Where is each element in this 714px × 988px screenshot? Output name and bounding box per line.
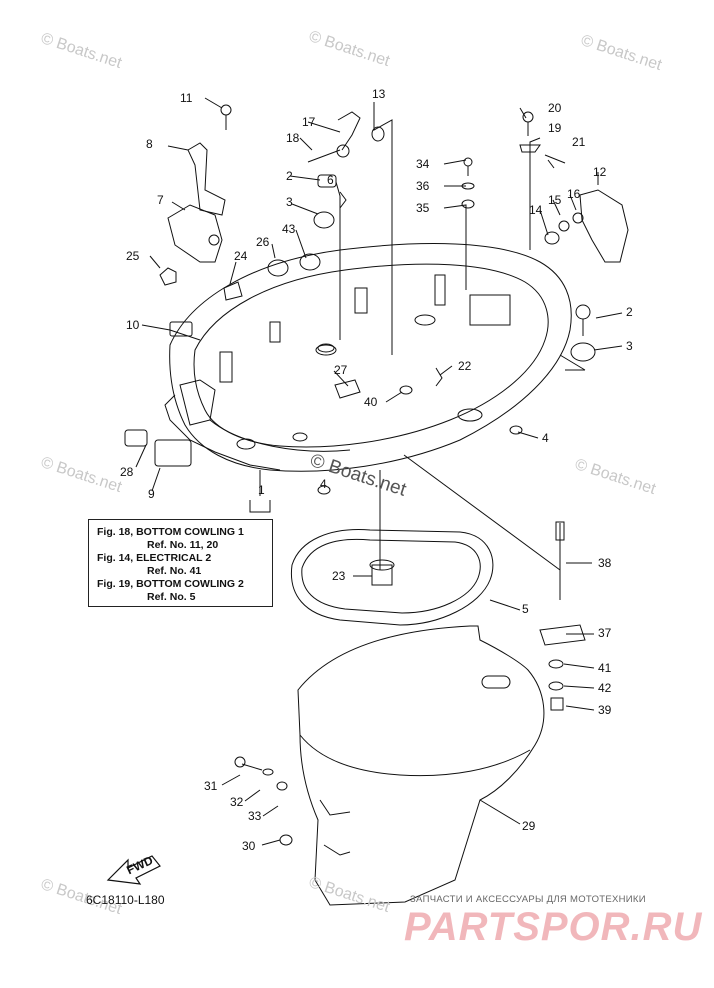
callout-6: 6	[327, 173, 334, 187]
callout-labels: 1 2 2 3 3 4 4 5 6 7 8 9 10 11 12 13 14 1…	[120, 87, 633, 853]
ref-note-line: Ref. No. 11, 20	[147, 539, 219, 551]
callout-2: 2	[286, 169, 293, 183]
callout-17: 17	[302, 115, 316, 129]
reference-notes-box: Fig. 18, BOTTOM COWLING 1 Ref. No. 11, 2…	[88, 519, 273, 607]
callout-37: 37	[598, 626, 612, 640]
callout-22: 22	[458, 359, 472, 373]
shop-caption: ЗАПЧАСТИ И АКСЕССУАРЫ ДЛЯ МОТОТЕХНИКИ	[410, 894, 646, 905]
callout-25: 25	[126, 249, 140, 263]
callout-10: 10	[126, 318, 140, 332]
ref-note-line: Fig. 19, BOTTOM COWLING 2	[97, 578, 244, 590]
callout-33: 33	[248, 809, 262, 823]
shop-logo: PARTSPOR.RU	[404, 905, 703, 949]
callout-35: 35	[416, 201, 430, 215]
callout-23: 23	[332, 569, 346, 583]
ref-note-line: Fig. 14, ELECTRICAL 2	[97, 552, 212, 564]
ref-note-line: Ref. No. 5	[147, 591, 196, 603]
callout-36: 36	[416, 179, 430, 193]
callout-21: 21	[572, 135, 586, 149]
callout-24: 24	[234, 249, 248, 263]
callout-12: 12	[593, 165, 607, 179]
lower-cowling-29	[297, 625, 545, 906]
callout-38: 38	[598, 556, 612, 570]
callout-19: 19	[548, 121, 562, 135]
callout-18: 18	[286, 131, 300, 145]
callout-43: 43	[282, 222, 296, 236]
callout-5: 5	[522, 602, 529, 616]
callout-34: 34	[416, 157, 430, 171]
callout-32: 32	[230, 795, 244, 809]
ref-note-line: Fig. 18, BOTTOM COWLING 1	[97, 526, 244, 538]
callout-13: 13	[372, 87, 386, 101]
callout-30: 30	[242, 839, 256, 853]
ref-note-line: Ref. No. 41	[147, 565, 202, 577]
callout-3: 3	[286, 195, 293, 209]
callout-14: 14	[529, 203, 543, 217]
callout-42: 42	[598, 681, 612, 695]
bracket-7	[167, 204, 223, 263]
callout-7: 7	[157, 193, 164, 207]
callout-28: 28	[120, 465, 134, 479]
callout-31: 31	[204, 779, 218, 793]
callout-9: 9	[148, 487, 155, 501]
callout-40: 40	[364, 395, 378, 409]
bracket-12	[579, 189, 629, 263]
callout-4b: 4	[320, 477, 327, 491]
callout-2b: 2	[626, 305, 633, 319]
callout-16: 16	[567, 187, 581, 201]
callout-20: 20	[548, 101, 562, 115]
fwd-arrow-icon: FWD	[106, 853, 161, 885]
callout-29: 29	[522, 819, 536, 833]
callout-27: 27	[334, 363, 348, 377]
callout-15: 15	[548, 193, 562, 207]
bracket-8	[187, 142, 226, 216]
callout-3b: 3	[626, 339, 633, 353]
callout-8: 8	[146, 137, 153, 151]
callout-4: 4	[542, 431, 549, 445]
callout-26: 26	[256, 235, 270, 249]
bottom-cowling-housing	[169, 243, 572, 472]
diagram-part-code: 6C18110-L180	[86, 893, 165, 907]
callout-39: 39	[598, 703, 612, 717]
callout-11: 11	[180, 91, 193, 105]
callout-1: 1	[258, 483, 265, 497]
callout-41: 41	[598, 661, 612, 675]
seal-5	[290, 529, 494, 626]
